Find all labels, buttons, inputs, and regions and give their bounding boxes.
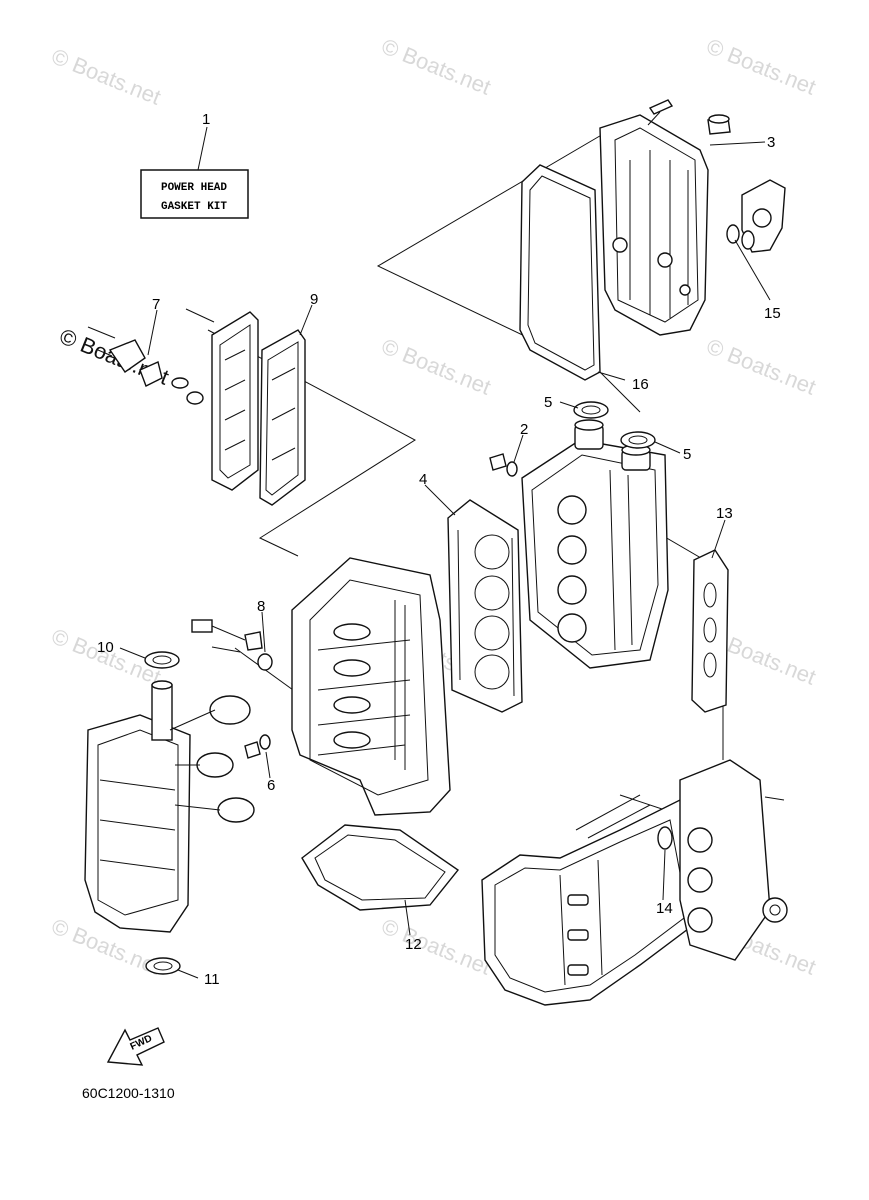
crankshaft-assembly [84, 680, 255, 933]
valve-cover [599, 99, 709, 336]
callout-9: 9 [310, 291, 318, 308]
callout-10: 10 [97, 639, 114, 656]
callout-1: 1 [202, 111, 210, 128]
callout-15: 15 [764, 305, 781, 322]
callout-leaders [119, 141, 771, 979]
bolt-washer-6 [244, 734, 271, 759]
kit-label-line1: POWER HEAD [161, 182, 227, 194]
intake-manifold [481, 798, 701, 1006]
fwd-arrow: FWD [106, 1027, 165, 1066]
throttle-body [679, 759, 788, 961]
gasket-kit-label: POWER HEAD GASKET KIT [140, 126, 249, 219]
sensor-assembly [726, 179, 786, 253]
cylinder-head [521, 419, 669, 669]
exhaust-gasket [691, 549, 729, 713]
callout-11: 11 [204, 971, 220, 988]
side-cover [211, 311, 259, 491]
callout-7: 7 [152, 296, 160, 313]
watermark: © Boats.net [703, 333, 819, 399]
callout-12: 12 [405, 936, 422, 953]
part-code: 60C1200-1310 [82, 1085, 175, 1101]
thermostat-parts [87, 308, 215, 405]
crank-seal-lower [145, 957, 181, 975]
callout-5a: 5 [544, 394, 552, 411]
callout-13: 13 [716, 505, 733, 522]
watermark: © Boats.net [378, 333, 494, 399]
callout-2: 2 [520, 421, 528, 438]
side-cover-gasket [259, 329, 306, 506]
callout-14: 14 [656, 900, 673, 917]
watermark: © Boats.net [378, 33, 494, 99]
temp-sensor [191, 619, 273, 671]
crank-seal-upper [144, 651, 180, 669]
callout-numbers: 1 2 3 4 5 5 6 7 8 9 10 11 12 13 14 15 16 [97, 111, 781, 988]
callout-3: 3 [767, 134, 775, 151]
o-ring-14 [657, 826, 673, 850]
head-gasket [447, 499, 523, 713]
callout-16: 16 [632, 376, 649, 393]
intake-bolts [575, 794, 785, 839]
base-gasket [301, 824, 460, 911]
oil-seals [573, 401, 656, 449]
callout-5b: 5 [683, 446, 691, 463]
watermark: © Boats.net [48, 43, 164, 109]
bolt-washer-2 [489, 453, 518, 477]
cylinder-block [291, 557, 451, 816]
kit-label-line2: GASKET KIT [161, 201, 227, 213]
callout-4: 4 [419, 471, 427, 488]
callout-8: 8 [257, 598, 265, 615]
watermark: © Boats.net [378, 913, 494, 979]
valve-cover-gasket [519, 164, 601, 381]
watermark: © Boats.net [703, 33, 819, 99]
oil-filler-cap [707, 114, 731, 135]
callout-6: 6 [267, 777, 275, 794]
